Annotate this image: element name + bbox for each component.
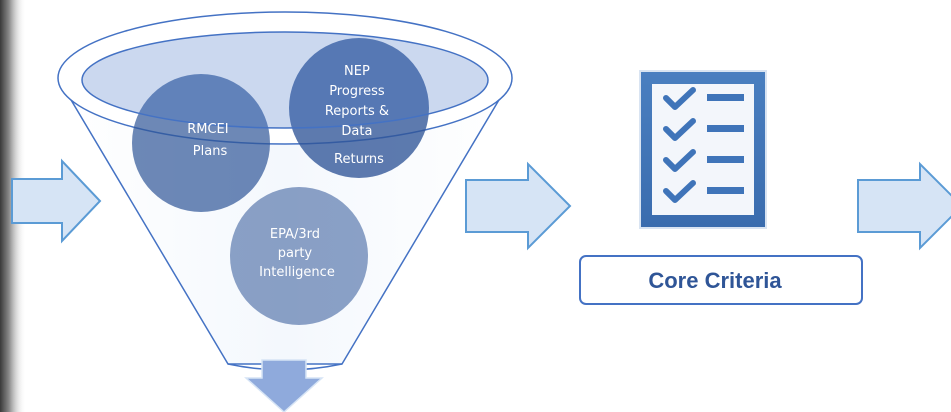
circle-epa (230, 187, 368, 325)
output-down-arrow (244, 359, 324, 412)
checklist-icon (639, 70, 767, 229)
funnel: RMCEI Plans NEP Progress Reports & Data … (57, 11, 513, 371)
arrow-to-next-step (857, 161, 951, 251)
circle-nep (289, 38, 429, 178)
checklist-line (707, 94, 744, 101)
funnel-inner-ellipse (81, 31, 489, 129)
circle-label-rmcei: RMCEI Plans (187, 122, 233, 159)
check-mark-icon (663, 180, 696, 203)
checklist-line (707, 125, 744, 132)
check-mark-icon (663, 118, 696, 141)
input-arrow (11, 158, 102, 244)
arrow-to-criteria (465, 161, 572, 251)
checklist-line (707, 156, 744, 163)
check-mark-icon (663, 149, 696, 172)
core-criteria-box: Core Criteria (579, 255, 863, 305)
check-mark-icon (663, 87, 696, 110)
circle-rmcei (132, 74, 270, 212)
circle-label-nep: NEP Progress Reports & Data Returns (325, 64, 393, 167)
circle-label-epa: EPA/3rd party Intelligence (259, 227, 335, 280)
checklist-line (707, 187, 744, 194)
core-criteria-label: Core Criteria (648, 268, 782, 293)
